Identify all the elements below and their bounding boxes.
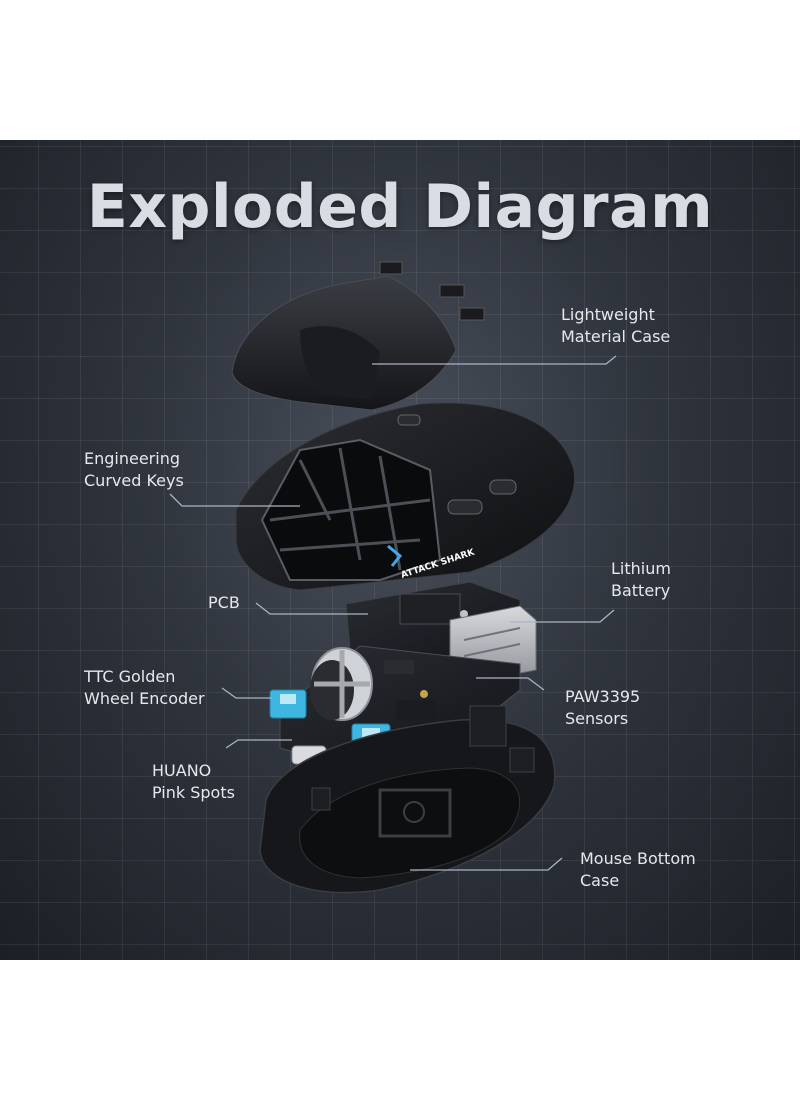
- label-lightweight-material-case: Lightweight Material Case: [561, 304, 670, 348]
- curved-keys-shell-part: [235, 402, 576, 591]
- label-paw3395-sensors: PAW3395 Sensors: [565, 686, 640, 730]
- leader-line-battery: [510, 609, 615, 623]
- leader-line-pcb: [255, 602, 368, 615]
- part-label-line: Case: [580, 871, 620, 890]
- label-mouse-bottom-case: Mouse Bottom Case: [580, 848, 696, 892]
- leader-line-sensors: [476, 677, 545, 691]
- part-label-line: Material Case: [561, 327, 671, 346]
- leader-line-top-case: [372, 355, 617, 365]
- label-huano-pink-spots: HUANO Pink Spots: [152, 760, 235, 804]
- wheel-encoder-part: [310, 647, 373, 721]
- part-label-line: TTC Golden: [84, 667, 176, 686]
- bottom-case-part: [259, 705, 556, 894]
- leader-lines: [169, 355, 617, 871]
- top-case-part: [231, 261, 485, 411]
- part-label-line: Battery: [611, 581, 671, 600]
- switch-left-part: [269, 689, 307, 719]
- part-label-line: Pink Spots: [152, 783, 235, 802]
- part-label-line: Lithium: [611, 559, 671, 578]
- leader-line-pink-spots: [225, 739, 292, 749]
- part-label-line: PAW3395: [565, 687, 641, 706]
- part-label-line: Curved Keys: [84, 471, 184, 490]
- label-ttc-golden-wheel-encoder: TTC Golden Wheel Encoder: [84, 666, 205, 710]
- diagram-title: Exploded Diagram: [86, 172, 714, 242]
- part-label-line: Engineering: [84, 449, 180, 468]
- part-label-line: Wheel Encoder: [84, 689, 205, 708]
- part-label-line: Mouse Bottom: [580, 849, 696, 868]
- leader-line-curved-keys: [169, 493, 300, 507]
- part-label-line: PCB: [208, 593, 240, 612]
- label-pcb: PCB: [208, 592, 240, 614]
- leader-line-bottom-case: [410, 857, 563, 871]
- part-label-line: Lightweight: [561, 305, 655, 324]
- label-engineering-curved-keys: Engineering Curved Keys: [84, 448, 184, 492]
- leader-line-wheel-encoder: [221, 687, 272, 699]
- label-lithium-battery: Lithium Battery: [611, 558, 671, 602]
- part-label-line: Sensors: [565, 709, 629, 728]
- part-label-line: HUANO: [152, 761, 212, 780]
